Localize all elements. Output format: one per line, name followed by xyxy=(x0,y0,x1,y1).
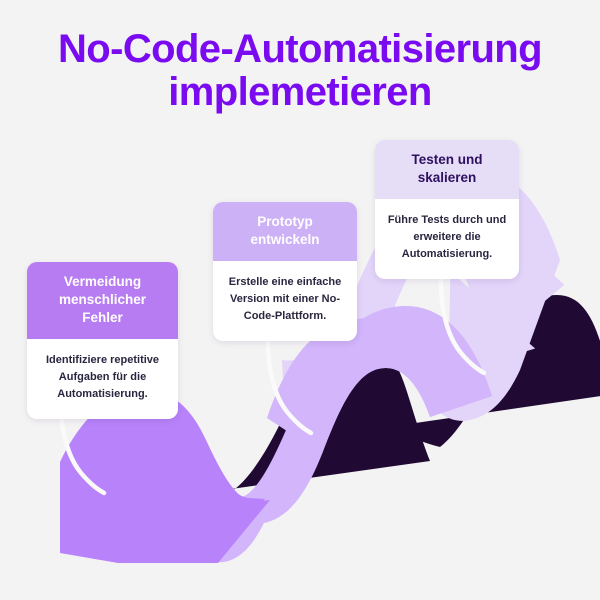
step-card-3[interactable]: Testen und skalieren Führe Tests durch u… xyxy=(375,140,519,280)
step-card-3-heading-line-1: Testen und xyxy=(411,152,483,167)
step-card-2-header: Prototyp entwickeln xyxy=(213,202,357,261)
step-card-2-heading-line-2: entwickeln xyxy=(250,231,320,247)
step-card-3-heading-line-2: skalieren xyxy=(417,169,477,185)
step-card-2-body: Erstelle eine einfache Version mit einer… xyxy=(228,275,342,322)
arrow-head xyxy=(448,248,565,375)
wave-segment-2-top xyxy=(267,318,492,454)
page-title-line-2: implemetieren xyxy=(168,70,432,115)
step-card-3-body: Führe Tests durch und erweitere die Auto… xyxy=(387,213,507,260)
page-title-line-1: No-Code-Automatisierung xyxy=(58,27,543,71)
page-title: No-Code-Automatisierung implemetieren xyxy=(0,27,600,115)
step-card-1-heading-line-2: menschlicher Fehler xyxy=(58,291,147,325)
step-card-1-header: Vermeidung menschlicher Fehler xyxy=(27,262,178,339)
step-card-3-header: Testen und skalieren xyxy=(375,140,519,199)
step-card-2[interactable]: Prototyp entwickeln Erstelle eine einfac… xyxy=(213,202,357,342)
wave-segment-1-body xyxy=(60,390,270,563)
step-card-1[interactable]: Vermeidung menschlicher Fehler Identifiz… xyxy=(27,262,178,419)
step-card-2-heading-line-1: Prototyp xyxy=(257,214,313,229)
step-card-1-body: Identifiziere repetitive Aufgaben für di… xyxy=(45,353,160,400)
step-card-1-heading-line-1: Vermeidung xyxy=(63,274,142,289)
